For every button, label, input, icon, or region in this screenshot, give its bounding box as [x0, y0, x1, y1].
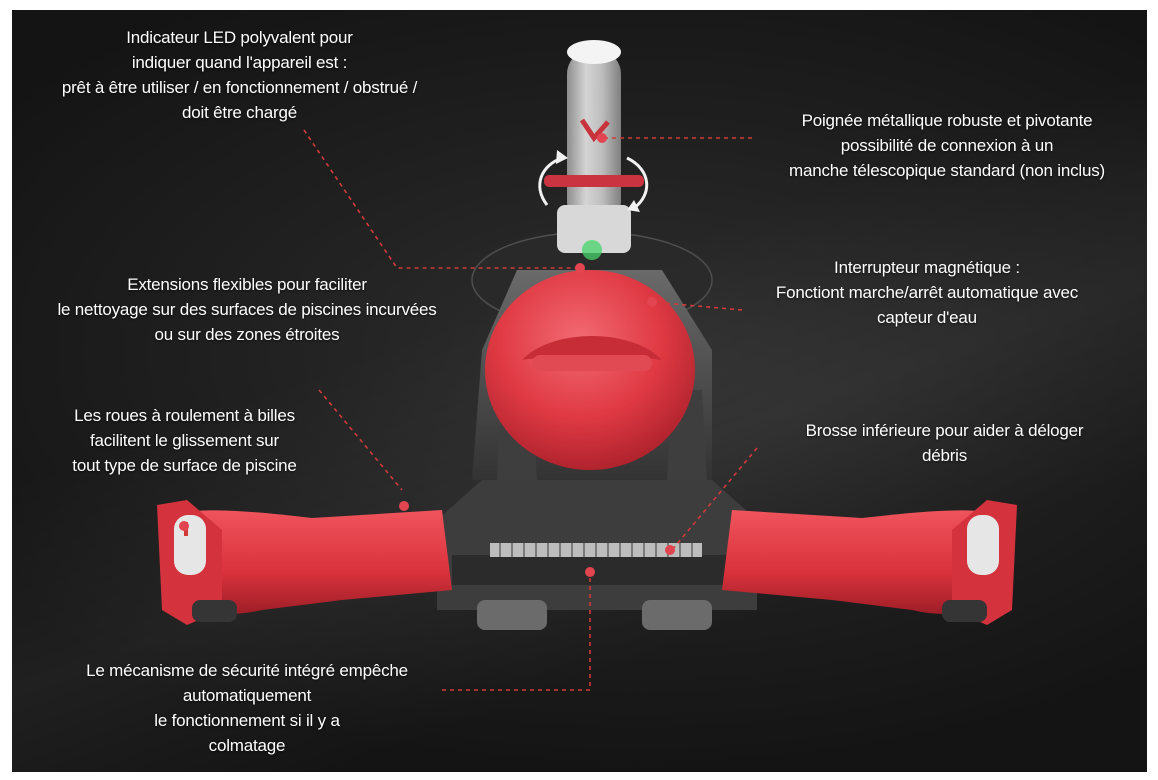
callout-brush: Brosse inférieure pour aider à déloger d…	[772, 418, 1117, 468]
callout-extensions-line: ou sur des zones étroites	[154, 325, 340, 344]
callout-handle-line: possibilité de connexion à un	[840, 136, 1054, 155]
handle-tube	[544, 40, 644, 253]
callout-brush-line: débris	[921, 446, 968, 465]
callout-brush-line: Brosse inférieure pour aider à déloger	[805, 421, 1084, 440]
callout-safety-line: automatiquement	[182, 686, 312, 705]
brush-icon	[490, 543, 702, 557]
callout-handle: Poignée métallique robuste et pivotante …	[757, 108, 1137, 183]
callout-dot-brush	[665, 545, 675, 555]
rotation-arrows-icon	[538, 150, 649, 212]
callout-wheels-line: facilitent le glissement sur	[89, 431, 280, 450]
callout-dot-extensions	[399, 501, 409, 511]
callout-safety-line: le fonctionnement si il y a	[154, 711, 340, 730]
callout-dot-switch	[647, 297, 657, 307]
callout-wheels-line: tout type de surface de piscine	[72, 456, 297, 475]
callout-led-line: Indicateur LED polyvalent pour	[126, 28, 353, 47]
callout-extensions-line: le nettoyage sur des surfaces de piscine…	[57, 300, 437, 319]
callout-handle-line: manche télescopique standard (non inclus…	[789, 161, 1105, 180]
callout-dot-wheels	[179, 521, 189, 531]
callout-wheels: Les roues à roulement à billes faciliten…	[47, 403, 322, 478]
callout-switch-line: Interrupteur magnétique :	[834, 258, 1020, 277]
callout-dot-handle	[597, 133, 607, 143]
led-indicator-icon	[582, 240, 602, 260]
callout-wheels-line: Les roues à roulement à billes	[74, 406, 295, 425]
pool-vacuum-illustration	[157, 40, 1017, 630]
callout-extensions-line: Extensions flexibles pour faciliter	[127, 275, 367, 294]
callout-handle-line: Poignée métallique robuste et pivotante	[801, 111, 1093, 130]
product-infographic: Indicateur LED polyvalent pour indiquer …	[12, 10, 1147, 772]
callout-lines	[179, 129, 758, 691]
callout-switch-line: capteur d'eau	[877, 308, 977, 327]
callout-extensions: Extensions flexibles pour faciliter le n…	[27, 272, 467, 347]
callout-dot-led	[575, 263, 585, 273]
callout-led-line: indiquer quand l'appareil est :	[131, 53, 348, 72]
callout-safety-line: Le mécanisme de sécurité intégré empêche	[86, 661, 408, 680]
callout-led: Indicateur LED polyvalent pour indiquer …	[42, 25, 437, 125]
callout-led-line: prêt à être utiliser / en fonctionnement…	[61, 78, 418, 97]
callout-safety-line: colmatage	[208, 736, 286, 755]
callout-safety: Le mécanisme de sécurité intégré empêche…	[52, 658, 442, 758]
callout-led-line: doit être chargé	[182, 103, 297, 122]
callout-switch: Interrupteur magnétique : Fonctiont marc…	[742, 255, 1112, 330]
callout-switch-line: Fonctiont marche/arrêt automatique avec	[775, 283, 1079, 302]
callout-dot-safety	[585, 567, 595, 577]
